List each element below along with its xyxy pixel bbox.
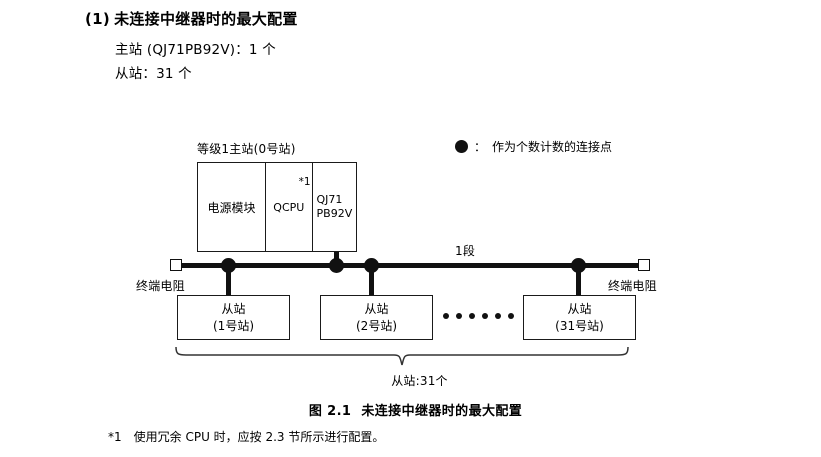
footnote-marker: *1: [298, 176, 311, 188]
slave-group-brace-label: 从站:31个: [0, 372, 821, 389]
section-heading: (1)未连接中继器时的最大配置: [85, 8, 298, 29]
legend-separator: ：: [474, 140, 487, 154]
slave-drop-line: [369, 265, 374, 297]
slave-station-title: 从站: [221, 302, 246, 317]
legend-text: 作为个数计数的连接点: [492, 140, 613, 154]
figure-caption: 图 2.1 未连接中继器时的最大配置: [0, 400, 821, 419]
ellipsis-dot: [443, 313, 449, 319]
slave-station-number: (31号站): [555, 318, 604, 333]
ellipsis-dot: [482, 313, 488, 319]
segment-label: 1段: [455, 244, 476, 258]
heading-detail-slave: 从站：31 个: [115, 66, 192, 82]
section-title: 未连接中继器时的最大配置: [114, 10, 298, 28]
module-qj71pb92v-line1: QJ71: [316, 193, 343, 207]
ellipsis-dot: [495, 313, 501, 319]
ellipsis-dot: [508, 313, 514, 319]
figure-title: 未连接中继器时的最大配置: [361, 404, 523, 419]
connection-point-dot: [329, 258, 344, 273]
footnote-text: 使用冗余 CPU 时，应按 2.3 节所示进行配置。: [133, 430, 385, 444]
module-qcpu-label: QCPU: [273, 200, 305, 214]
bus-trunk-line: [178, 263, 640, 268]
terminating-resistor-left-icon: [170, 259, 182, 271]
section-number: (1): [85, 10, 111, 28]
slave-station-box: 从站 (31号站): [523, 295, 636, 340]
slave-drop-line: [226, 265, 231, 297]
filled-circle-icon: [455, 140, 468, 153]
slave-station-box: 从站 (2号站): [320, 295, 433, 340]
heading-detail-master: 主站 (QJ71PB92V)：1 个: [115, 42, 276, 58]
slave-station-title: 从站: [567, 302, 592, 317]
module-qcpu: QCPU *1: [265, 163, 311, 251]
footnote: *1 使用冗余 CPU 时，应按 2.3 节所示进行配置。: [108, 428, 384, 445]
module-power-supply: 电源模块: [207, 200, 256, 215]
module-qj71pb92v-line2: PB92V: [316, 207, 353, 220]
terminating-resistor-right-icon: [638, 259, 650, 271]
slave-station-title: 从站: [364, 302, 389, 317]
ellipsis-dot: [456, 313, 462, 319]
ellipsis-dots: [443, 313, 514, 319]
slave-station-box: 从站 (1号站): [177, 295, 290, 340]
slave-station-number: (1号站): [213, 318, 254, 333]
brace-shape-icon: [175, 346, 629, 366]
footnote-mark: *1: [108, 430, 122, 444]
figure-number: 图 2.1: [308, 404, 352, 419]
slave-group-brace-text: 从站:31个: [391, 374, 448, 388]
terminating-resistor-right-label: 终端电阻: [608, 279, 657, 293]
legend: ： 作为个数计数的连接点: [455, 138, 612, 155]
master-station-caption: 等级1主站(0号站): [197, 142, 296, 156]
terminating-resistor-left-label: 终端电阻: [136, 279, 185, 293]
module-qj71pb92v: QJ71 PB92V: [311, 163, 356, 251]
slave-group-brace: [172, 346, 632, 372]
slave-station-number: (2号站): [356, 318, 397, 333]
master-station-rack: 电源模块 QCPU *1 QJ71 PB92V: [197, 162, 357, 252]
slave-drop-line: [576, 265, 581, 297]
ellipsis-dot: [469, 313, 475, 319]
